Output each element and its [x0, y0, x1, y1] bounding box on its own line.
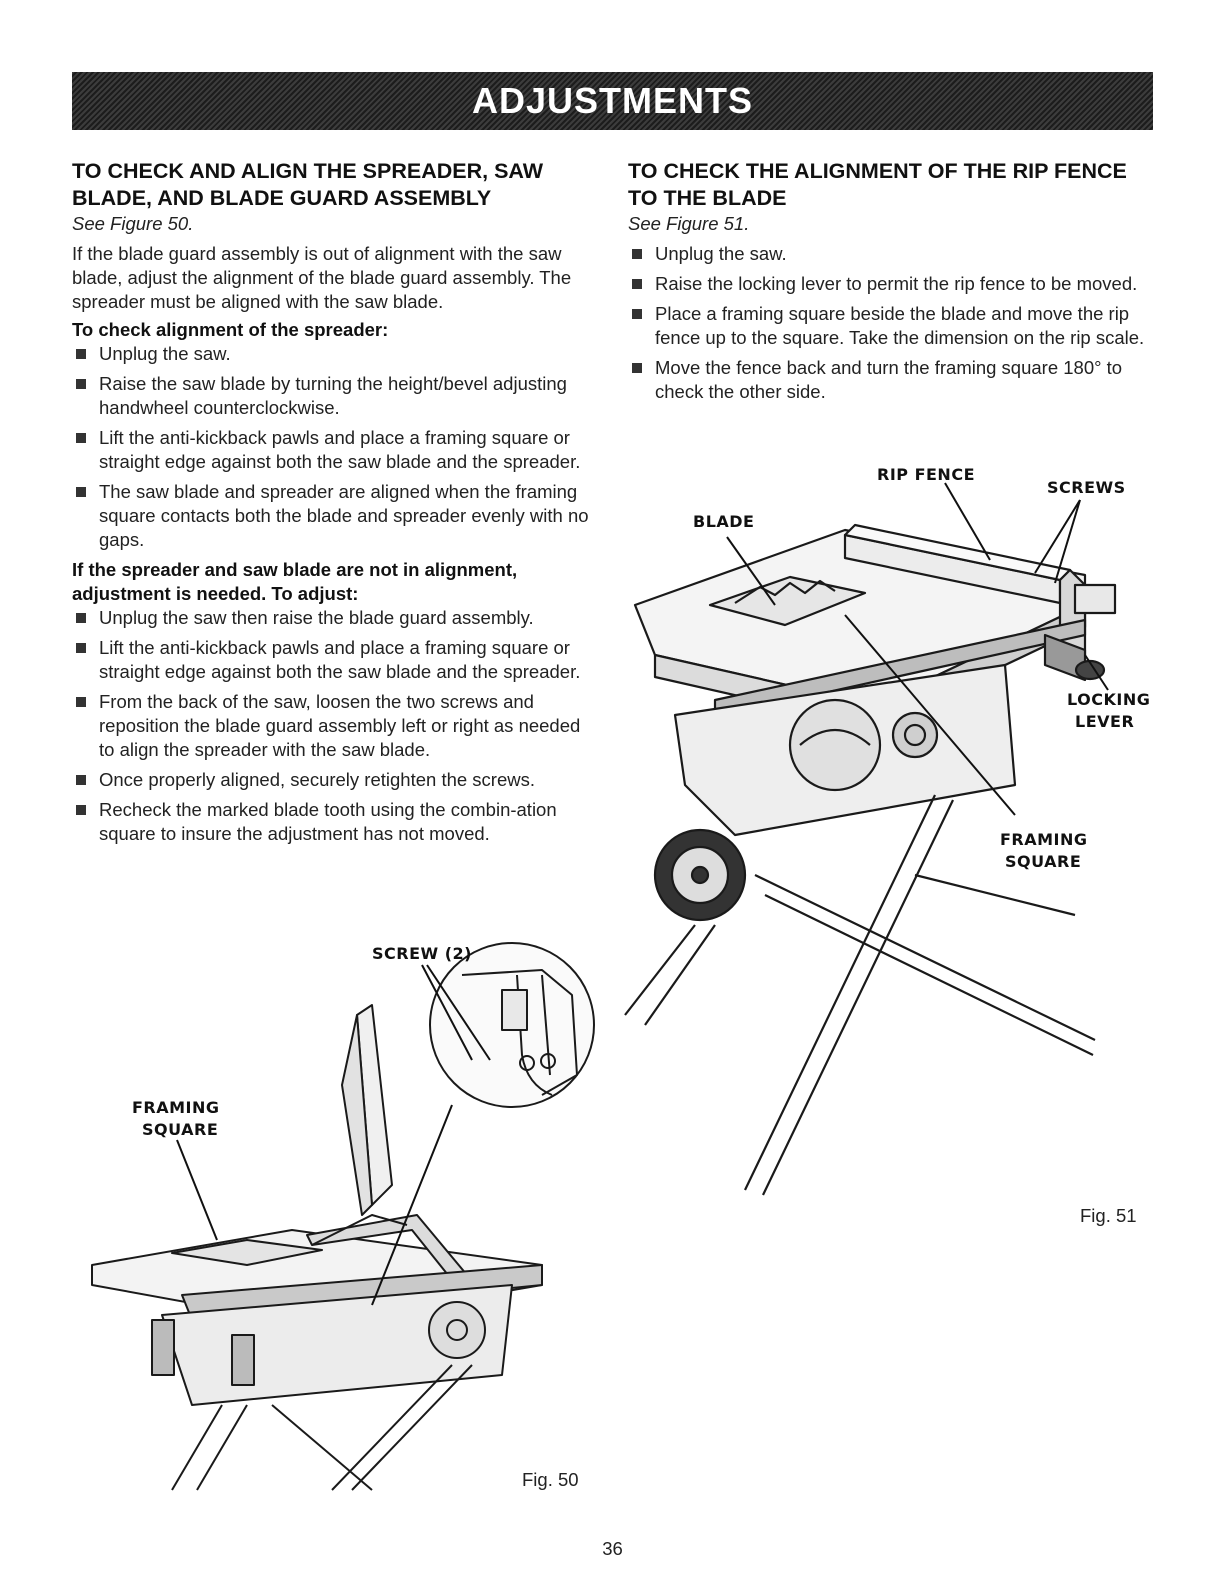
page-number: 36 [602, 1538, 623, 1559]
left-subheading-check: To check alignment of the spreader: [72, 319, 389, 340]
label-framing-line2: SQUARE [1005, 852, 1081, 871]
figure-50: SCREW (2) FRAMING SQUARE [72, 935, 597, 1495]
figure-50-illustration: SCREW (2) FRAMING SQUARE [91, 942, 595, 1491]
bullet-square-icon [632, 249, 642, 259]
list-item: Place a framing square beside the blade … [628, 302, 1153, 350]
left-adjust-steps: Unplug the saw then raise the blade guar… [72, 606, 597, 846]
left-column: TO CHECK AND ALIGN THE SPREADER, SAW BLA… [72, 158, 597, 852]
bullet-square-icon [76, 433, 86, 443]
label-rip-fence: RIP FENCE [877, 465, 975, 484]
left-heading-line2: BLADE, AND BLADE GUARD ASSEMBLY [72, 186, 492, 210]
list-item: Lift the anti-kickback pawls and place a… [72, 636, 597, 684]
bullet-square-icon [632, 279, 642, 289]
list-item: Once properly aligned, securely retighte… [72, 768, 597, 792]
figure-50-caption: Fig. 50 [522, 1469, 579, 1490]
bullet-square-icon [632, 309, 642, 319]
label-blade: BLADE [693, 512, 754, 531]
left-intro-paragraph: If the blade guard assembly is out of al… [72, 243, 572, 312]
label-locking-line1: LOCKING [1067, 690, 1150, 709]
section-banner: ADJUSTMENTS [72, 72, 1153, 130]
label-screws: SCREWS [1047, 478, 1126, 497]
right-column: TO CHECK THE ALIGNMENT OF THE RIP FENCE … [628, 158, 1153, 410]
left-check-steps: Unplug the saw. Raise the saw blade by t… [72, 342, 597, 552]
label-framing-line1: FRAMING [1000, 830, 1088, 849]
bullet-square-icon [76, 487, 86, 497]
list-item: The saw blade and spreader are aligned w… [72, 480, 597, 552]
label-framing-line1: FRAMING [132, 1098, 220, 1117]
label-framing-line2: SQUARE [142, 1120, 218, 1139]
list-item: Raise the locking lever to permit the ri… [628, 272, 1153, 296]
list-item: Lift the anti-kickback pawls and place a… [72, 426, 597, 474]
banner-title: ADJUSTMENTS [471, 80, 754, 121]
right-heading: TO CHECK THE ALIGNMENT OF THE RIP FENCE … [628, 158, 1153, 212]
right-heading-line2: TO THE BLADE [628, 186, 787, 210]
bullet-square-icon [632, 363, 642, 373]
left-subheading-adjust: If the spreader and saw blade are not in… [72, 559, 518, 604]
left-heading-line1: TO CHECK AND ALIGN THE SPREADER, SAW [72, 159, 544, 183]
right-figure-reference: See Figure 51. [628, 213, 750, 234]
figure-51: RIP FENCE SCREWS BLADE LOCKING LEVER FRA… [615, 455, 1155, 1215]
bullet-square-icon [76, 775, 86, 785]
list-item: Move the fence back and turn the framing… [628, 356, 1153, 404]
list-item: From the back of the saw, loosen the two… [72, 690, 597, 762]
bullet-square-icon [76, 379, 86, 389]
bullet-square-icon [76, 805, 86, 815]
list-item: Unplug the saw. [72, 342, 597, 366]
right-steps: Unplug the saw. Raise the locking lever … [628, 242, 1153, 404]
list-item: Unplug the saw then raise the blade guar… [72, 606, 597, 630]
list-item: Recheck the marked blade tooth using the… [72, 798, 597, 846]
bullet-square-icon [76, 697, 86, 707]
figure-51-illustration: RIP FENCE SCREWS BLADE LOCKING LEVER FRA… [624, 465, 1150, 1196]
left-figure-reference: See Figure 50. [72, 213, 194, 234]
bullet-square-icon [76, 349, 86, 359]
left-heading: TO CHECK AND ALIGN THE SPREADER, SAW BLA… [72, 158, 597, 212]
label-locking-line2: LEVER [1075, 712, 1134, 731]
list-item: Unplug the saw. [628, 242, 1153, 266]
right-heading-line1: TO CHECK THE ALIGNMENT OF THE RIP FENCE [628, 159, 1127, 183]
bullet-square-icon [76, 613, 86, 623]
figure-51-caption: Fig. 51 [1080, 1205, 1137, 1226]
bullet-square-icon [76, 643, 86, 653]
label-screw: SCREW (2) [372, 944, 472, 963]
list-item: Raise the saw blade by turning the heigh… [72, 372, 597, 420]
